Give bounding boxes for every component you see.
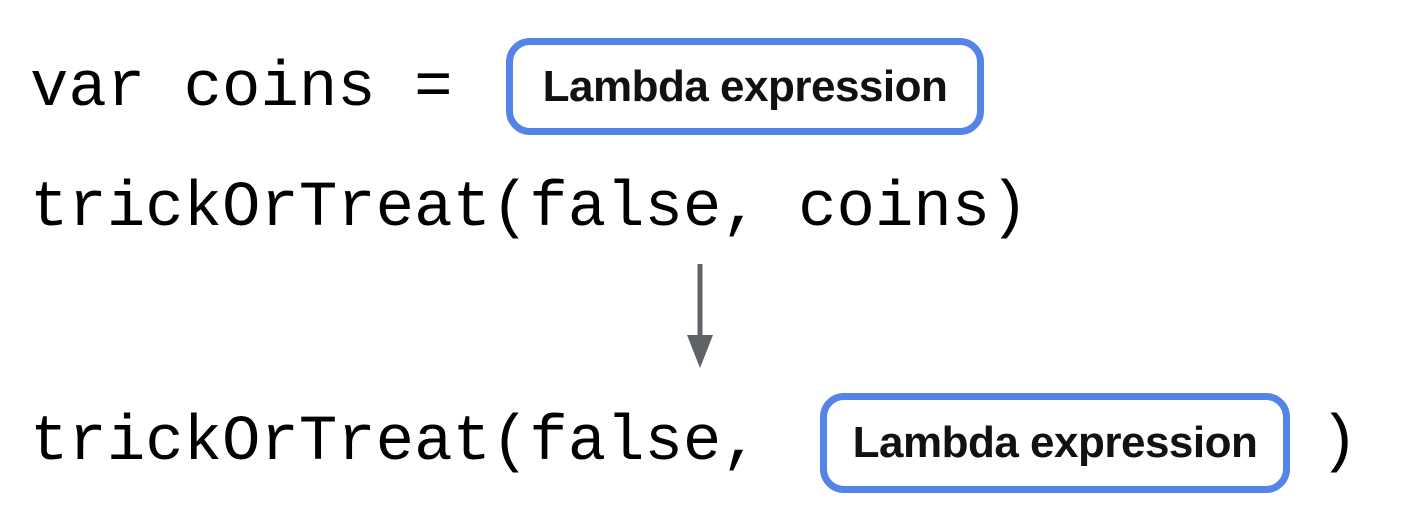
code-closing-paren: ) — [1320, 407, 1359, 479]
lambda-expression-placeholder-argument: Lambda expression — [820, 393, 1290, 493]
lambda-expression-placeholder-assignment: Lambda expression — [506, 38, 984, 135]
code-function-call-after-prefix: trickOrTreat(false, — [30, 407, 760, 479]
code-function-call-before: trickOrTreat(false, coins) — [30, 173, 1029, 245]
lambda-expression-label: Lambda expression — [542, 61, 948, 111]
down-arrow-icon — [686, 262, 714, 370]
code-var-declaration: var coins = — [30, 53, 453, 125]
lambda-expression-label: Lambda expression — [852, 418, 1258, 467]
